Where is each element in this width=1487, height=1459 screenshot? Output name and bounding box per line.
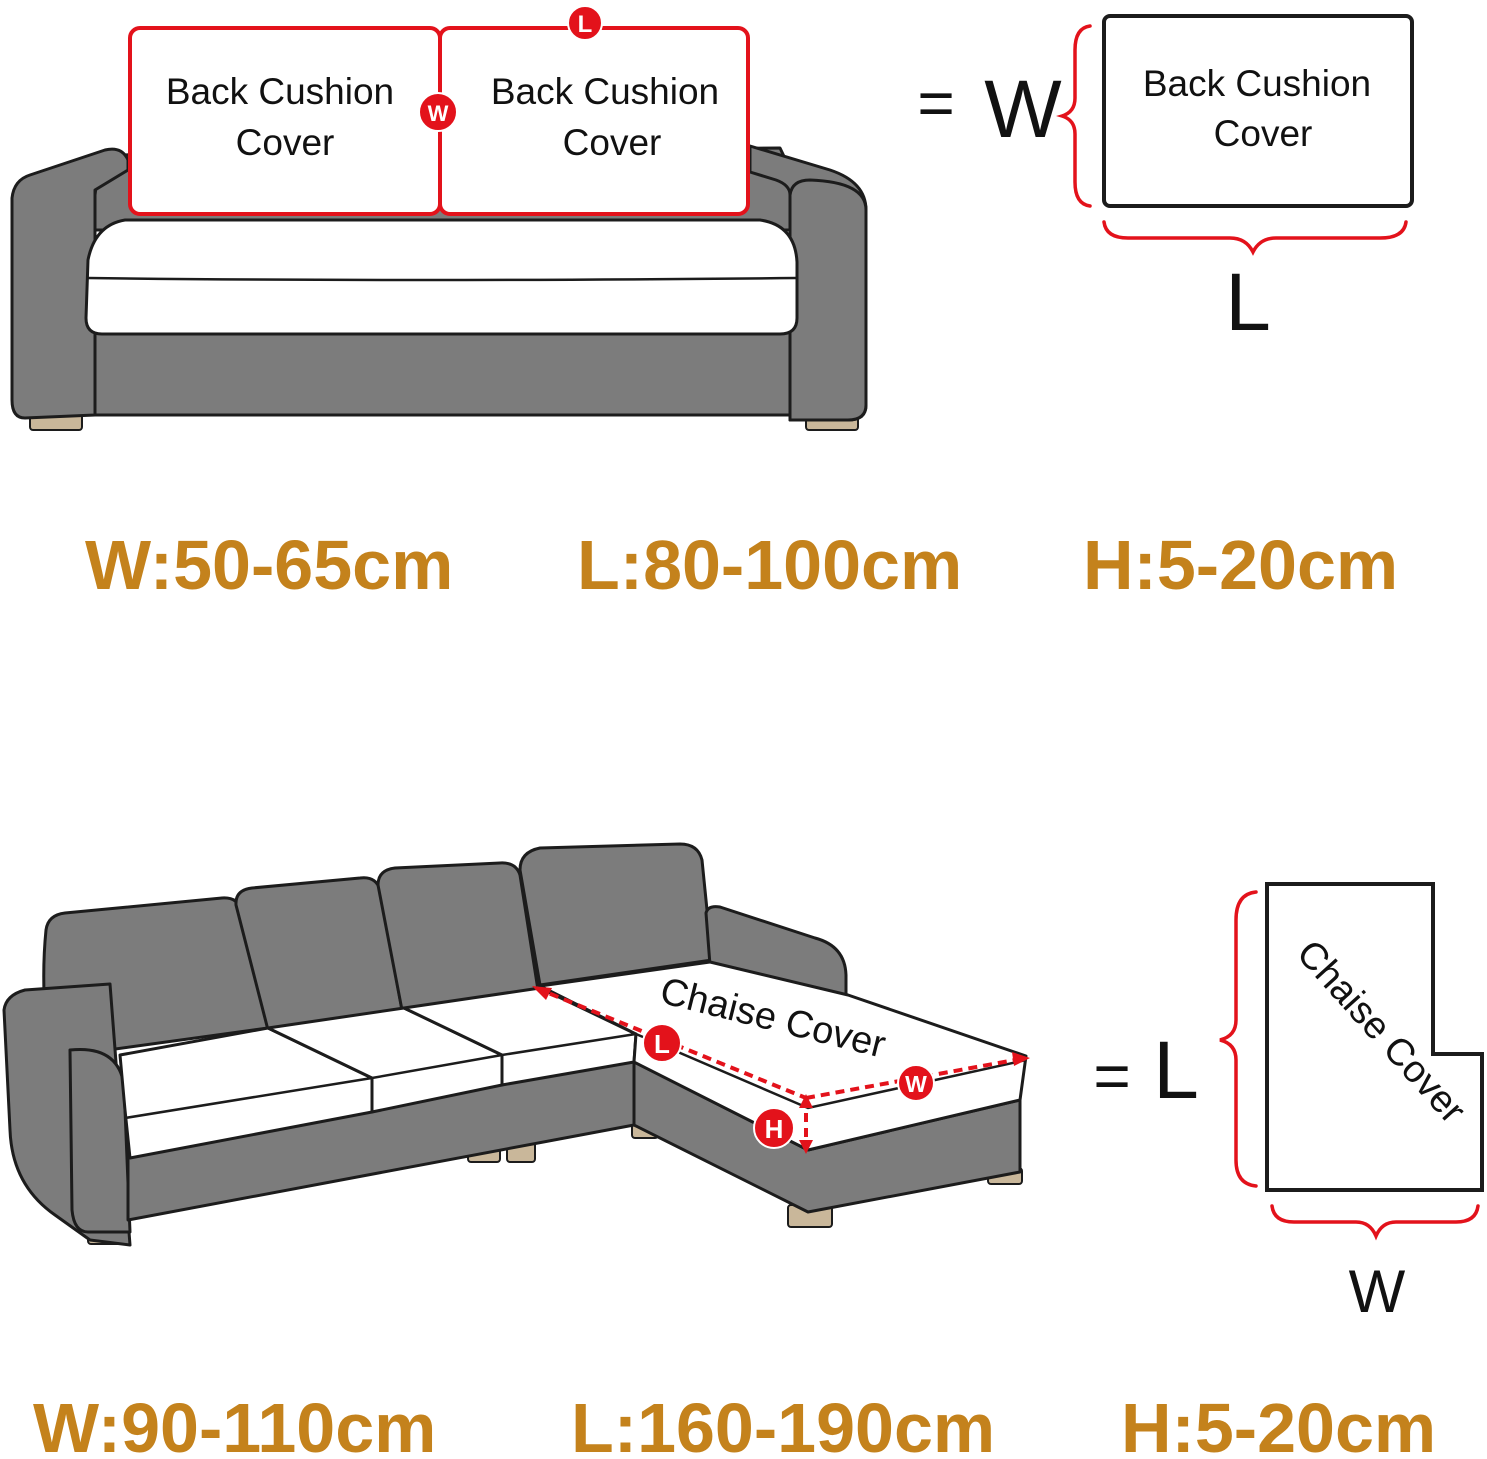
- seat-cushion-edge: [87, 276, 798, 282]
- length-badge-label: L: [578, 11, 593, 38]
- back-cushion-right-label-2: Cover: [563, 122, 662, 163]
- bottom-schematic: = L Chaise Cover W: [1093, 882, 1484, 1325]
- left-armrest: [10, 147, 130, 420]
- l-back-cushion-2: [234, 876, 404, 1032]
- top-length-range: L:80-100cm: [577, 526, 962, 604]
- top-sofa: Back Cushion Cover Back Cushion Cover L …: [10, 5, 868, 431]
- l-back-cushion-3: [376, 861, 540, 1012]
- top-width-range: W:50-65cm: [85, 526, 453, 604]
- chaise-width-badge: [897, 1064, 935, 1102]
- length-badge: [567, 5, 603, 41]
- top-dimensions: W:50-65cm L:80-100cm H:5-20cm: [85, 526, 1398, 604]
- chaise-length-badge: [642, 1023, 682, 1063]
- l-seat-cushion-edge: [124, 1032, 637, 1120]
- right-armrest-front: [788, 178, 868, 422]
- back-cushion-left-label-1: Back Cushion: [166, 71, 394, 112]
- back-cushion-right-label-1: Back Cushion: [491, 71, 719, 112]
- chaise-length-arrow: [535, 986, 807, 1100]
- equals-sign: =: [1093, 1040, 1130, 1112]
- back-cushion-left-label-2: Cover: [236, 122, 335, 163]
- chaise-width-badge-label: W: [905, 1071, 927, 1097]
- chaise-armrest: [704, 905, 848, 1002]
- top-height-range: H:5-20cm: [1083, 526, 1398, 604]
- chaise-height-badge-label: H: [765, 1114, 784, 1144]
- equals-sign: =: [917, 67, 954, 139]
- back-cushion-schematic: [1102, 14, 1414, 208]
- schematic-length-label: L: [1153, 1025, 1199, 1116]
- chaise-height-arrowhead-bottom: [799, 1140, 813, 1154]
- l-sofa: Chaise Cover L W H: [2, 842, 1030, 1247]
- schematic-label-1: Back Cushion: [1143, 63, 1371, 104]
- bottom-dimensions: W:90-110cm L:160-190cm H:5-20cm: [33, 1389, 1436, 1459]
- chaise-length-arrowhead: [532, 986, 552, 1000]
- sofa-base: [93, 330, 792, 417]
- top-schematic: = W Back Cushion Cover L: [917, 14, 1414, 348]
- seat-cushion: [84, 218, 799, 336]
- schematic-length-label: L: [1225, 257, 1271, 348]
- chaise-height-arrowhead-top: [799, 1094, 813, 1108]
- width-brace: [1270, 1204, 1480, 1241]
- bottom-width-range: W:90-110cm: [33, 1389, 436, 1459]
- width-brace: [1056, 24, 1092, 208]
- back-cushion-left: [128, 26, 442, 216]
- chaise-cushion: [538, 960, 1028, 1152]
- schematic-width-label: W: [984, 64, 1062, 155]
- width-badge-label: W: [428, 101, 449, 126]
- bottom-height-range: H:5-20cm: [1121, 1389, 1436, 1459]
- length-brace: [1102, 220, 1408, 256]
- chaise-length-badge-label: L: [654, 1029, 670, 1059]
- width-badge: [418, 92, 458, 132]
- back-cushion-right: [438, 26, 750, 216]
- chaise-height-badge: [753, 1107, 795, 1149]
- chaise-cover-schematic: [1265, 882, 1484, 1192]
- l-back-cushion-4: [518, 842, 714, 987]
- schematic-label-2: Cover: [1214, 113, 1313, 154]
- l-left-armrest-front: [68, 1047, 132, 1234]
- bottom-length-range: L:160-190cm: [571, 1389, 995, 1459]
- length-brace: [1219, 890, 1258, 1188]
- schematic-width-label: W: [1349, 1258, 1406, 1325]
- chaise-width-arrowhead: [1012, 1052, 1030, 1066]
